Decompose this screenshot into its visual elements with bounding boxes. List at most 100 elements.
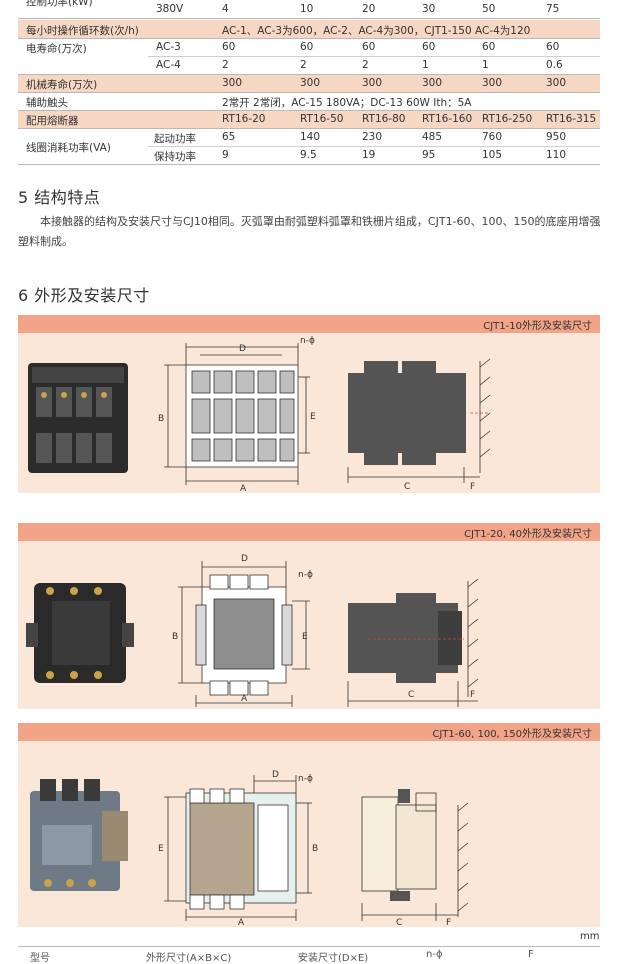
spec-value: RT16-250 bbox=[482, 113, 533, 125]
spec-value: 1 bbox=[422, 59, 429, 71]
spec-value: 30 bbox=[422, 3, 436, 15]
table-rule bbox=[18, 110, 600, 111]
unit-label: mm bbox=[580, 931, 600, 942]
dim-a-label: A bbox=[238, 918, 245, 927]
contactor-photo bbox=[28, 363, 128, 473]
spec-row-sublabel: 起动功率 bbox=[154, 133, 196, 145]
spec-value: 60 bbox=[362, 41, 376, 53]
spec-value: 140 bbox=[300, 131, 321, 143]
spec-value: 300 bbox=[422, 77, 443, 89]
spec-value: 10 bbox=[300, 3, 314, 15]
spec-row-label: 每小时操作循环数(次/h) bbox=[26, 25, 139, 37]
front-view-drawing bbox=[164, 343, 310, 485]
spec-value: 0.6 bbox=[546, 59, 563, 71]
dim-d-label: D bbox=[272, 770, 279, 780]
table-rule bbox=[18, 92, 600, 93]
spec-value: 60 bbox=[300, 41, 314, 53]
hole-label: n-ϕ bbox=[300, 336, 315, 346]
spec-value: RT16-50 bbox=[300, 113, 344, 125]
hole-label: n-ϕ bbox=[298, 774, 313, 784]
spec-value: 65 bbox=[222, 131, 236, 143]
dim-c-label: C bbox=[408, 690, 414, 700]
panel-title-bar: CJT1-20, 40外形及安装尺寸 bbox=[18, 523, 600, 541]
side-view-drawing bbox=[347, 358, 491, 483]
footer-col-model: 型号 bbox=[30, 953, 50, 964]
panel-title-bar: CJT1-60, 100, 150外形及安装尺寸 bbox=[18, 723, 600, 741]
dim-e-label: E bbox=[302, 632, 308, 642]
spec-value: 2 bbox=[222, 59, 229, 71]
footer-divider bbox=[18, 946, 600, 947]
spec-row: 配用熔断器 RT16-20 RT16-50 RT16-80 RT16-160 RT16-2… bbox=[18, 110, 600, 128]
contactor-photo bbox=[30, 779, 128, 891]
spec-value: 9 bbox=[222, 149, 229, 161]
spec-value: 110 bbox=[546, 149, 567, 161]
spec-row: 每小时操作循环数(次/h) AC-1、AC-3为600，AC-2、AC-4为300… bbox=[18, 20, 600, 38]
table-rule bbox=[18, 128, 600, 129]
section5-paragraph: 本接触器的结构及安装尺寸与CJ10相同。灭弧罩由耐弧塑料弧罩和铁栅片组成，CJT… bbox=[18, 215, 601, 248]
spec-value: RT16-80 bbox=[362, 113, 406, 125]
spec-value: 9.5 bbox=[300, 149, 317, 161]
spec-row-sublabel: 保持功率 bbox=[154, 151, 196, 163]
panel-title: CJT1-60, 100, 150外形及安装尺寸 bbox=[432, 729, 592, 740]
dim-a-label: A bbox=[240, 484, 247, 493]
footer-col-outline: 外形尺寸(A×B×C) bbox=[146, 953, 232, 964]
dim-b-label: B bbox=[158, 414, 164, 424]
table-subrule bbox=[148, 56, 600, 57]
spec-row-label: 控制功率(kW) bbox=[26, 0, 93, 8]
spec-value: 300 bbox=[222, 77, 243, 89]
dim-f-label: F bbox=[470, 482, 475, 492]
spec-span-value: AC-1、AC-3为600，AC-2、AC-4为300，CJT1-150 AC-… bbox=[222, 25, 531, 37]
section5-heading: 5 结构特点 bbox=[18, 188, 101, 207]
dim-d-label: D bbox=[239, 344, 246, 354]
spec-value: 300 bbox=[362, 77, 383, 89]
panel-cjt1-20-40: CJT1-20, 40外形及安装尺寸 D A B E n-ϕ bbox=[18, 523, 600, 709]
spec-value: 20 bbox=[362, 3, 376, 15]
spec-value: 2 bbox=[362, 59, 369, 71]
dim-f-label: F bbox=[446, 918, 451, 927]
dim-b-label: B bbox=[172, 632, 178, 642]
spec-value: 1 bbox=[482, 59, 489, 71]
spec-value: RT16-160 bbox=[422, 113, 473, 125]
dim-a-label: A bbox=[241, 694, 248, 704]
dim-e-label: E bbox=[310, 412, 316, 422]
spec-value: 105 bbox=[482, 149, 503, 161]
panel-3-drawings: D A B E n-ϕ C F bbox=[30, 770, 469, 927]
panel-cjt1-10: CJT1-10外形及安装尺寸 D A B E bbox=[18, 315, 600, 493]
dim-e-label: E bbox=[158, 844, 164, 854]
dim-c-label: C bbox=[404, 482, 410, 492]
spec-value: 60 bbox=[546, 41, 560, 53]
panel-title: CJT1-10外形及安装尺寸 bbox=[483, 321, 592, 332]
spec-span-value: 2常开 2常闭，AC-15 180VA；DC-13 60W Ith：5A bbox=[222, 97, 472, 109]
front-view-drawing bbox=[178, 561, 310, 707]
spec-value: 760 bbox=[482, 131, 503, 143]
footer-col-mounting: 安装尺寸(D×E) bbox=[298, 953, 369, 964]
spec-row-label: 电寿命(万次) bbox=[26, 43, 87, 55]
spec-value: 300 bbox=[482, 77, 503, 89]
panel-2-drawings: D A B E n-ϕ C F bbox=[26, 554, 479, 707]
panel-cjt1-60-100-150: CJT1-60, 100, 150外形及安装尺寸 D A B E n-ϕ bbox=[18, 723, 600, 927]
spec-value: 300 bbox=[300, 77, 321, 89]
spec-value: 60 bbox=[422, 41, 436, 53]
spec-value: 75 bbox=[546, 3, 560, 15]
spec-value: 50 bbox=[482, 3, 496, 15]
spec-value: 300 bbox=[546, 77, 567, 89]
spec-value: 4 bbox=[222, 3, 229, 15]
footer-col-f: F bbox=[528, 949, 534, 960]
spec-row-label: 线圈消耗功率(VA) bbox=[26, 142, 111, 154]
table-rule bbox=[18, 164, 600, 165]
panel-title-bar: CJT1-10外形及安装尺寸 bbox=[18, 315, 600, 333]
dim-d-label: D bbox=[241, 554, 248, 564]
spec-value: 60 bbox=[482, 41, 496, 53]
front-view-drawing bbox=[164, 775, 312, 921]
side-view-drawing bbox=[361, 789, 469, 921]
table-rule bbox=[18, 38, 600, 39]
spec-row-label: 配用熔断器 bbox=[26, 115, 79, 127]
contactor-photo bbox=[26, 583, 134, 683]
spec-value: RT16-20 bbox=[222, 113, 266, 125]
